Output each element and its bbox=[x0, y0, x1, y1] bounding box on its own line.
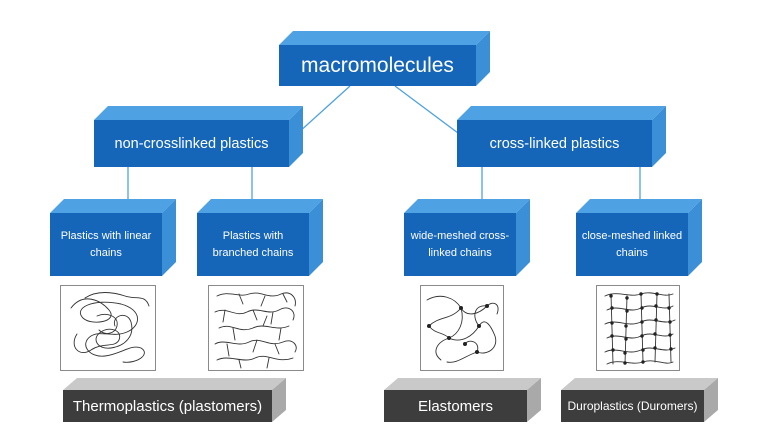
type-box-top-1 bbox=[50, 199, 176, 213]
branched-chains-illustration bbox=[208, 285, 304, 371]
root-box-top bbox=[279, 31, 490, 45]
connector-lines bbox=[127, 85, 641, 208]
type-box-branched: Plastics with branched chains bbox=[197, 213, 309, 276]
type-box-linear: Plastics with linear chains bbox=[50, 213, 162, 276]
type-box-top-3 bbox=[404, 199, 530, 213]
linear-chains-illustration bbox=[60, 285, 156, 371]
type-box-close-meshed: close-meshed linked chains bbox=[576, 213, 688, 276]
group-box-side-2 bbox=[652, 106, 666, 167]
class-box-side-3 bbox=[704, 378, 718, 422]
class-box-duroplastics: Duroplastics (Duromers) bbox=[561, 390, 704, 422]
type-box-top-2 bbox=[197, 199, 323, 213]
group-box-top-1 bbox=[94, 106, 303, 120]
group-box-cross-linked: cross-linked plastics bbox=[457, 120, 652, 167]
class-box-top-1 bbox=[63, 378, 286, 390]
close-meshed-illustration bbox=[596, 285, 680, 371]
class-box-top-2 bbox=[384, 378, 541, 390]
wide-meshed-illustration bbox=[420, 285, 504, 371]
type-box-side-4 bbox=[688, 199, 702, 276]
type-box-side-2 bbox=[309, 199, 323, 276]
class-box-top-3 bbox=[561, 378, 718, 390]
class-box-side-1 bbox=[272, 378, 286, 422]
connector-root-left bbox=[297, 85, 351, 134]
crosslink-points bbox=[427, 304, 489, 354]
type-box-top-4 bbox=[576, 199, 702, 213]
class-box-side-2 bbox=[527, 378, 541, 422]
root-box-side bbox=[476, 31, 490, 86]
type-box-side-3 bbox=[516, 199, 530, 276]
type-box-side-1 bbox=[162, 199, 176, 276]
class-box-elastomers: Elastomers bbox=[384, 390, 527, 422]
root-box: macromolecules bbox=[279, 45, 476, 86]
group-box-top-2 bbox=[457, 106, 666, 120]
connector-root-right bbox=[394, 85, 459, 134]
class-box-thermoplastics: Thermoplastics (plastomers) bbox=[63, 390, 272, 422]
group-box-side-1 bbox=[289, 106, 303, 167]
crosslink-points-dense bbox=[609, 292, 673, 365]
group-box-non-crosslinked: non-crosslinked plastics bbox=[94, 120, 289, 167]
type-box-wide-meshed: wide-meshed cross-linked chains bbox=[404, 213, 516, 276]
